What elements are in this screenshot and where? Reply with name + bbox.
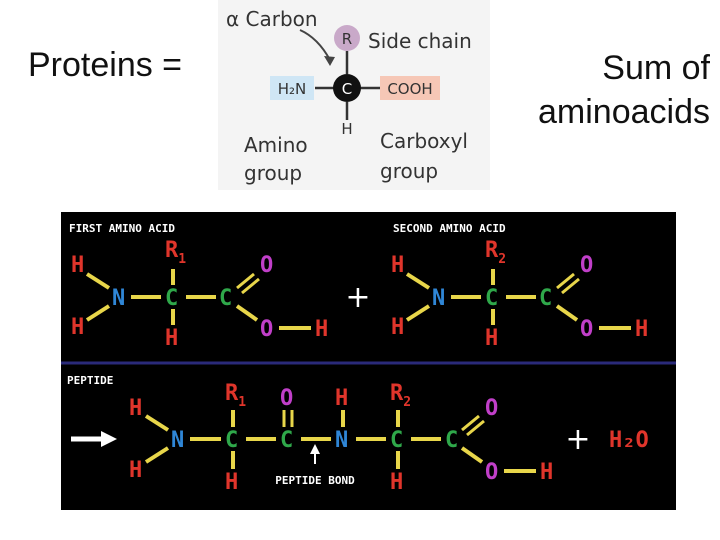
peptide-bond-pointer-head	[310, 444, 320, 454]
double-bond	[556, 272, 575, 290]
left-caption: Proteins =	[28, 46, 183, 84]
double-bond	[561, 277, 580, 295]
atom-c: C	[225, 428, 238, 453]
side-chain-label: Side chain	[368, 29, 472, 53]
atom-n: N	[171, 428, 184, 453]
carboxyl-group-label-line-2: group	[380, 159, 438, 183]
first-amino-acid: H H N C R1 H C O O H	[71, 238, 328, 351]
double-bond	[466, 419, 485, 437]
double-bond	[236, 272, 255, 290]
atom-c: C	[165, 286, 178, 311]
atom-o: O	[280, 386, 293, 411]
water-formula: H₂O	[609, 428, 649, 453]
alpha-carbon-label: α Carbon	[226, 7, 318, 31]
atom-o: O	[485, 460, 498, 485]
second-amino-acid: H H N C R2 H C O O H	[391, 238, 648, 351]
atom-h: H	[335, 386, 348, 411]
atom-o: O	[580, 317, 593, 342]
double-bond	[241, 277, 260, 295]
right-caption: Sum of aminoacids	[505, 46, 710, 134]
peptide-label: PEPTIDE	[67, 374, 113, 387]
bond	[85, 272, 111, 290]
bond	[85, 304, 111, 322]
atom-o: O	[485, 396, 498, 421]
central-carbon-circle	[333, 74, 361, 102]
side-chain-r: R	[342, 30, 352, 48]
plus-sign: +	[345, 280, 370, 315]
bond	[460, 446, 484, 464]
carboxyl-box	[380, 76, 440, 100]
second-amino-acid-label: SECOND AMINO ACID	[393, 222, 506, 235]
atom-o: O	[580, 253, 593, 278]
bond	[144, 414, 170, 432]
bond	[405, 304, 431, 322]
reaction-arrow	[71, 431, 117, 447]
first-amino-acid-label: FIRST AMINO ACID	[69, 222, 175, 235]
atom-n: N	[335, 428, 348, 453]
atom-h: H	[71, 253, 84, 278]
peptide-bond-label: PEPTIDE BOND	[275, 474, 355, 487]
atom-h: H	[485, 326, 498, 351]
reaction-svg: FIRST AMINO ACID SECOND AMINO ACID H H N…	[61, 222, 676, 495]
atom-r2: R2	[485, 238, 506, 267]
carboxyl-group-label-line-1: Carboxyl	[380, 129, 468, 153]
amino-group-label-line-2: group	[244, 161, 302, 185]
atom-c: C	[445, 428, 458, 453]
atom-h: H	[71, 315, 84, 340]
atom-h: H	[129, 396, 142, 421]
amino-acid-structure-svg: α Carbon R Side chain H₂N COOH C H Amino…	[226, 7, 472, 185]
atom-h: H	[225, 470, 238, 495]
atom-r1: R1	[225, 381, 246, 410]
side-chain-circle	[334, 25, 360, 51]
atom-n: N	[432, 286, 445, 311]
central-carbon-c: C	[342, 80, 352, 98]
atom-h: H	[165, 326, 178, 351]
amino-text: H₂N	[278, 80, 307, 98]
plus-sign-water: +	[565, 422, 590, 457]
bond	[235, 304, 259, 322]
atom-h: H	[391, 315, 404, 340]
reaction-arrow-head	[101, 431, 117, 447]
atom-o: O	[260, 253, 273, 278]
atom-c: C	[485, 286, 498, 311]
atom-h: H	[315, 317, 328, 342]
dipeptide: H H N C R1 H C O N H C R2 H C O O H	[129, 381, 553, 495]
alpha-carbon-arrow	[299, 29, 331, 61]
amino-acid-structure-figure: α Carbon R Side chain H₂N COOH C H Amino…	[218, 0, 490, 190]
atom-n: N	[112, 286, 125, 311]
atom-c: C	[280, 428, 293, 453]
alpha-carbon-arrowhead	[324, 56, 335, 66]
atom-c: C	[390, 428, 403, 453]
right-caption-line-1: Sum of	[602, 49, 710, 87]
atom-c: C	[539, 286, 552, 311]
central-hydrogen: H	[341, 120, 352, 138]
peptide-bond-reaction-figure: FIRST AMINO ACID SECOND AMINO ACID H H N…	[61, 212, 676, 510]
amino-box	[270, 76, 314, 100]
peptide-bond-pointer	[310, 444, 320, 464]
bond	[144, 446, 170, 464]
atom-r2: R2	[390, 381, 411, 410]
atom-h: H	[540, 460, 553, 485]
bond	[405, 272, 431, 290]
atom-h: H	[390, 470, 403, 495]
atom-c: C	[219, 286, 232, 311]
double-bond	[461, 414, 480, 432]
right-caption-line-2: aminoacids	[538, 93, 710, 131]
amino-group-label-line-1: Amino	[244, 133, 308, 157]
atom-h: H	[635, 317, 648, 342]
atom-h: H	[129, 458, 142, 483]
atom-r1: R1	[165, 238, 186, 267]
bond	[555, 304, 579, 322]
atom-o: O	[260, 317, 273, 342]
atom-h: H	[391, 253, 404, 278]
carboxyl-text: COOH	[387, 80, 432, 98]
